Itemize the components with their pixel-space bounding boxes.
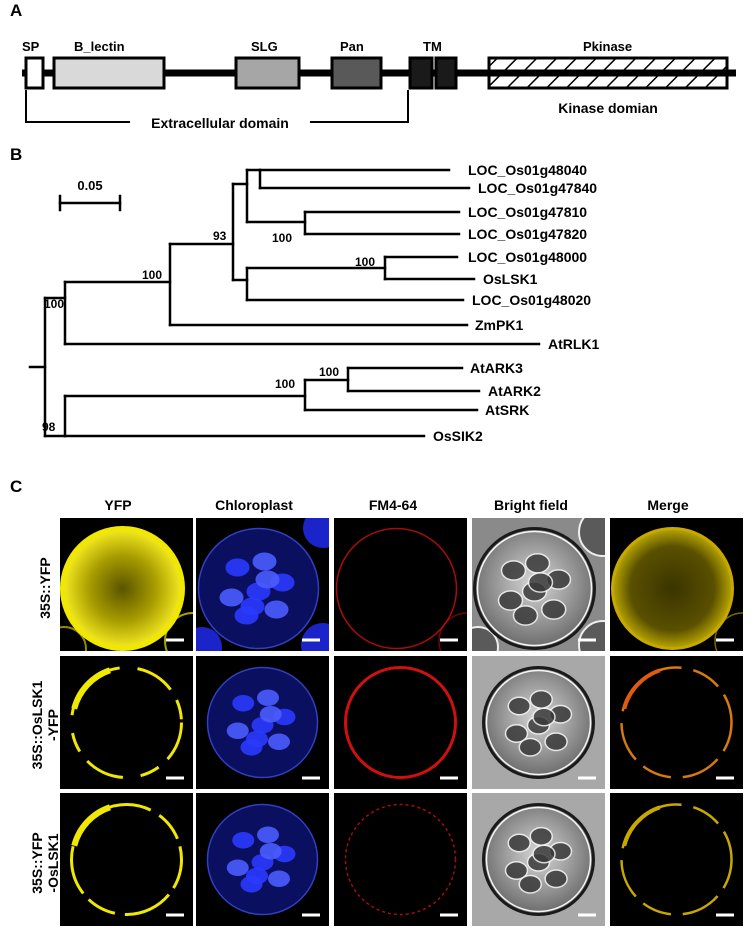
taxon-label: AtRLK1 (548, 336, 600, 352)
column-header: FM4-64 (369, 497, 417, 513)
lectin-domain (52, 56, 166, 90)
micrograph-chloroplast (196, 793, 329, 926)
column-headers: YFP Chloroplast FM4-64 Bright field Merg… (104, 497, 688, 513)
micrograph-merge (610, 793, 743, 926)
row-label: -YFP (45, 709, 61, 741)
panel-a: A SP B_lectin SLG Pan TM Pkinase Extrace… (10, 1, 736, 131)
bootstrap-label: 98 (42, 420, 56, 434)
micrograph-chloroplast (196, 518, 329, 651)
taxon-label: AtARK3 (470, 360, 523, 376)
tm-domain-2 (434, 56, 458, 90)
row-label: 35S::YFP (29, 832, 45, 893)
lectin-label: B_lectin (74, 39, 125, 54)
tree-branches (28, 168, 541, 438)
micrograph-brightfield (472, 518, 605, 651)
tm-domain-1 (408, 56, 434, 90)
micrograph-fm464 (334, 793, 467, 926)
micrograph-yfp (60, 656, 193, 789)
kinase-domain-label: Kinase domian (558, 100, 658, 116)
column-header: Merge (647, 497, 688, 513)
micrograph-brightfield (472, 656, 605, 789)
column-header: YFP (104, 497, 131, 513)
pan-label: Pan (340, 39, 364, 54)
scale-label: 0.05 (77, 178, 102, 193)
slg-domain (234, 56, 301, 90)
micrograph-brightfield (472, 793, 605, 926)
micrograph-merge (610, 518, 743, 651)
micrograph-chloroplast (196, 656, 329, 789)
panel-b: B 0.05 (10, 145, 600, 444)
taxon-label: OsLSK1 (483, 271, 538, 287)
bootstrap-label: 100 (275, 377, 295, 391)
extracellular-label: Extracellular domain (151, 115, 289, 131)
pkinase-label: Pkinase (583, 39, 632, 54)
micrograph-fm464 (334, 518, 467, 651)
bootstrap-label: 100 (272, 231, 292, 245)
column-header: Chloroplast (215, 497, 293, 513)
micrograph-fm464 (334, 656, 467, 789)
row-labels: 35S::YFP 35S::OsLSK1 -YFP 35S::YFP -OsLS… (29, 557, 61, 893)
micrograph-yfp (60, 518, 193, 651)
taxon-label: AtSRK (485, 402, 529, 418)
taxon-label: LOC_Os01g47820 (468, 226, 587, 242)
taxa-labels: LOC_Os01g48040 LOC_Os01g47840 LOC_Os01g4… (433, 162, 600, 444)
panel-a-letter: A (10, 1, 22, 20)
taxon-label: LOC_Os01g48020 (472, 292, 591, 308)
micrograph-yfp (60, 793, 193, 926)
bootstrap-label: 100 (319, 365, 339, 379)
micrograph-merge (610, 656, 743, 789)
bootstrap-label: 93 (213, 229, 227, 243)
panel-b-letter: B (10, 145, 22, 164)
tm-label: TM (423, 39, 442, 54)
taxon-label: ZmPK1 (475, 317, 523, 333)
row-label: 35S::YFP (37, 557, 53, 618)
panel-c: C YFP Chloroplast FM4-64 Bright field Me… (10, 477, 743, 926)
micrograph-grid (60, 518, 743, 926)
pan-domain (330, 56, 383, 90)
bootstrap-label: 100 (142, 268, 162, 282)
panel-c-letter: C (10, 477, 22, 496)
sp-domain (24, 56, 45, 90)
taxon-label: LOC_Os01g48000 (468, 249, 587, 265)
bootstrap-label: 100 (44, 297, 64, 311)
slg-label: SLG (251, 39, 278, 54)
taxon-label: LOC_Os01g47810 (468, 204, 587, 220)
row-label: 35S::OsLSK1 (29, 680, 45, 769)
sp-label: SP (22, 39, 40, 54)
row-label: -OsLSK1 (45, 833, 61, 892)
taxon-label: LOC_Os01g47840 (478, 180, 597, 196)
taxon-label: AtARK2 (488, 383, 541, 399)
taxon-label: OsSIK2 (433, 428, 483, 444)
column-header: Bright field (494, 497, 568, 513)
kinase-domain (487, 56, 729, 90)
taxon-label: LOC_Os01g48040 (468, 162, 587, 178)
bootstrap-label: 100 (355, 255, 375, 269)
